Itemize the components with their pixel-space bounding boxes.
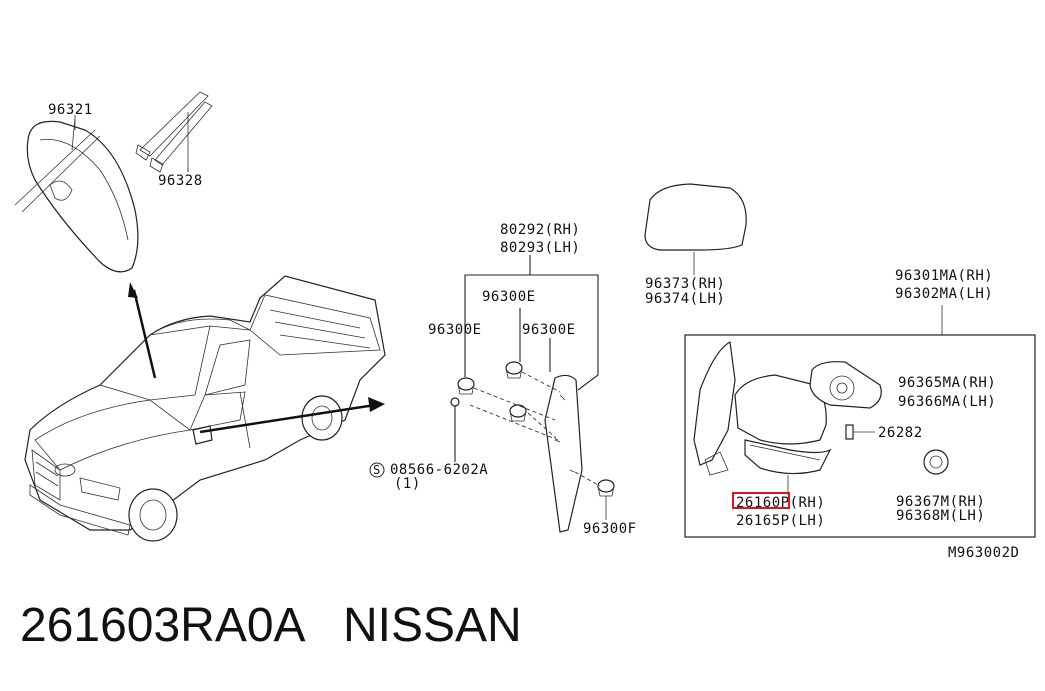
brand-name: NISSAN	[342, 599, 522, 652]
diagram-code: M963002D	[948, 545, 1019, 561]
label-08566-qty: (1)	[394, 476, 421, 492]
label-96321: 96321	[48, 102, 93, 118]
label-96374: 96374(LH)	[645, 291, 725, 307]
mirror-cover	[644, 183, 747, 275]
highlight-box	[732, 492, 790, 509]
label-96300e-b: 96300E	[428, 322, 482, 338]
label-08566: 08566-6202A	[390, 462, 488, 478]
caption: 261603RA0A NISSAN	[20, 598, 522, 653]
door-mirror-assembly	[693, 341, 949, 495]
mirror-assembly-box	[684, 334, 1036, 538]
label-96300f: 96300F	[583, 521, 637, 537]
glass-actuator	[829, 375, 855, 401]
clip-96300e-mid	[509, 404, 527, 422]
s-symbol: S	[369, 462, 385, 478]
mirror-motor	[923, 449, 949, 475]
label-96300e-a: 96300E	[482, 289, 536, 305]
door-corner-finisher	[450, 255, 615, 533]
label-96301: 96301MA(RH)	[895, 268, 993, 284]
label-26282: 26282	[878, 425, 923, 441]
truck-illustration	[24, 275, 386, 542]
screw-08566	[450, 397, 460, 462]
label-96328: 96328	[158, 173, 203, 189]
label-96366: 96366MA(LH)	[898, 394, 996, 410]
svg-text:S: S	[373, 463, 380, 477]
label-80293: 80293(LH)	[500, 240, 580, 256]
mirror-bracket	[135, 91, 213, 173]
callout-arrows	[128, 282, 385, 434]
part-number: 261603RA0A	[20, 599, 303, 652]
clip-96300e-top	[505, 361, 523, 379]
label-96373: 96373(RH)	[645, 276, 725, 292]
bulb-26282	[845, 424, 875, 440]
label-96302: 96302MA(LH)	[895, 286, 993, 302]
label-80292: 80292(RH)	[500, 222, 580, 238]
inside-mirror	[14, 117, 139, 273]
label-96367: 96367M(RH)	[896, 494, 985, 510]
label-26165: 26165P(LH)	[736, 513, 825, 529]
label-96365: 96365MA(RH)	[898, 375, 996, 391]
clip-96300f	[597, 479, 615, 520]
clip-96300e-left	[457, 377, 475, 395]
label-96368: 96368M(LH)	[896, 508, 985, 524]
label-96300e-c: 96300E	[522, 322, 576, 338]
